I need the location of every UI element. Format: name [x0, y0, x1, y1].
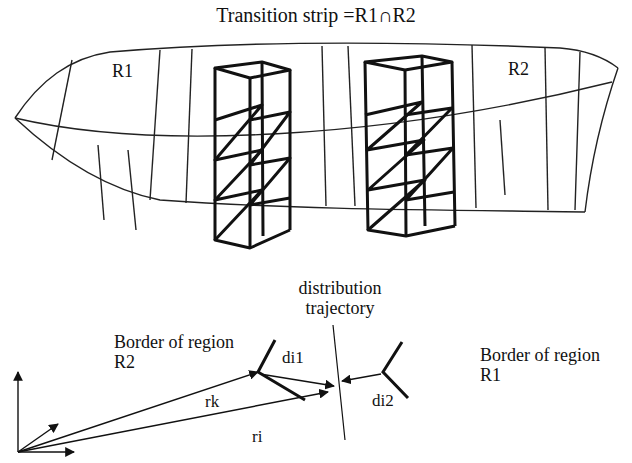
mesh-rib	[128, 150, 136, 230]
distance-label: di2	[370, 392, 396, 411]
surface-mesh	[15, 43, 618, 230]
region-label: R1	[110, 62, 135, 82]
mesh-rib	[575, 52, 580, 210]
vector-label: ri	[250, 428, 264, 447]
distance-arrow	[260, 374, 334, 386]
trajectory-line	[333, 325, 345, 440]
region-label: R2	[506, 60, 531, 80]
mesh-rib	[98, 145, 104, 220]
strip-zigzag	[215, 105, 290, 248]
surface-right-edge	[585, 68, 618, 212]
axis-arrow	[17, 372, 18, 452]
surface-middle-line	[15, 82, 612, 136]
region-border	[258, 340, 305, 400]
mesh-rib	[545, 47, 548, 210]
mesh-rib	[52, 60, 72, 160]
vector-sketch	[18, 325, 408, 452]
transition-strip-frames	[215, 56, 455, 248]
border-label: Border of region R2	[112, 333, 248, 373]
region-border	[383, 342, 408, 398]
border-label: Border of region R1	[478, 346, 612, 386]
strip-zigzag	[405, 108, 454, 200]
strip-frame	[365, 56, 455, 236]
mesh-rib	[322, 46, 326, 206]
strip-frame	[215, 62, 290, 248]
distance-label: di1	[280, 349, 306, 368]
axis-arrow	[18, 451, 74, 452]
strip-zigzag	[250, 112, 290, 205]
vector-label: rk	[203, 393, 221, 412]
distance-arrow	[342, 374, 381, 381]
strip-frame	[365, 56, 452, 70]
mesh-rib	[150, 50, 160, 200]
strip-zigzag	[365, 102, 455, 236]
trajectory-label: distribution trajectory	[282, 279, 398, 319]
mesh-rib	[186, 49, 192, 203]
position-vector	[18, 392, 328, 452]
title-label: Transition strip =R1∩R2	[214, 4, 417, 26]
surface-top-edge	[15, 43, 618, 118]
mesh-rib	[348, 46, 355, 206]
mesh-rib	[472, 45, 476, 208]
strip-frame	[215, 62, 290, 78]
mesh-rib	[500, 120, 505, 195]
